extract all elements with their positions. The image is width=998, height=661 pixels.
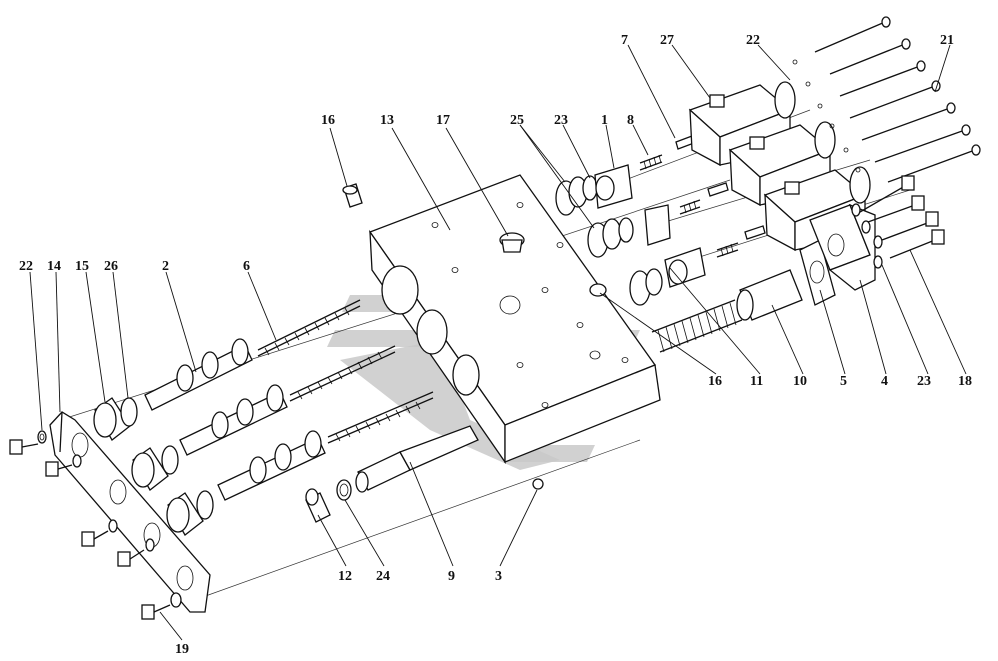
label-17: 17 [436, 113, 450, 128]
part-9-piston [355, 425, 479, 493]
label-25: 25 [510, 113, 524, 128]
part-12-cap [305, 488, 331, 523]
part-16-plug-top [342, 183, 363, 208]
part-22-washers-right [851, 203, 883, 269]
part-11-large-spring [651, 299, 743, 353]
label-23: 23 [554, 113, 568, 128]
part-15-plugs [93, 397, 214, 536]
part-2-spools [144, 338, 326, 501]
part-3-plug [532, 478, 544, 490]
label-7: 7 [621, 33, 628, 48]
label-16-top: 16 [321, 113, 335, 128]
part-17-plug [499, 232, 525, 253]
label-15: 15 [75, 259, 89, 274]
label-2: 2 [162, 259, 169, 274]
label-5: 5 [840, 374, 847, 389]
label-24: 24 [376, 569, 390, 584]
label-1: 1 [601, 113, 608, 128]
label-27: 27 [660, 33, 674, 48]
label-21: 22 [746, 33, 760, 48]
part-7-pins [675, 135, 766, 240]
part-14-flange-plate [49, 411, 211, 613]
label-8: 8 [627, 113, 634, 128]
label-12: 12 [338, 569, 352, 584]
part-16-plug-front [589, 283, 607, 297]
label-3: 3 [495, 569, 502, 584]
label-4: 4 [881, 374, 888, 389]
label-20: 21 [940, 33, 954, 48]
label-26: 26 [104, 259, 118, 274]
label-10: 10 [793, 374, 807, 389]
label-11: 11 [750, 374, 763, 389]
part-24-ring [336, 479, 352, 501]
part-13-valve-body [368, 174, 661, 465]
part-4-end-cover [809, 203, 876, 291]
label-13: 13 [380, 113, 394, 128]
leader-lines [29, 44, 967, 641]
part-21-washers [792, 59, 861, 173]
part-18-bolts-flange [9, 430, 182, 620]
label-22-right: 23 [917, 374, 931, 389]
part-5-gasket [799, 239, 836, 306]
part-6-springs [257, 299, 434, 444]
label-19: 18 [958, 374, 972, 389]
part-25-23-1-seals [555, 164, 706, 306]
label-6: 6 [243, 259, 250, 274]
part-19-bolts-right [859, 175, 945, 259]
part-20-long-bolts [814, 16, 981, 183]
label-14: 14 [47, 259, 61, 274]
part-10-sleeve [736, 269, 803, 321]
label-22-left: 22 [19, 259, 33, 274]
label-9: 9 [448, 569, 455, 584]
label-18: 19 [175, 642, 189, 657]
part-number-labels: 7 27 22 21 16 13 17 25 23 1 8 22 14 15 2… [19, 33, 972, 657]
part-8-small-springs [639, 154, 739, 258]
label-16-front: 16 [708, 374, 722, 389]
